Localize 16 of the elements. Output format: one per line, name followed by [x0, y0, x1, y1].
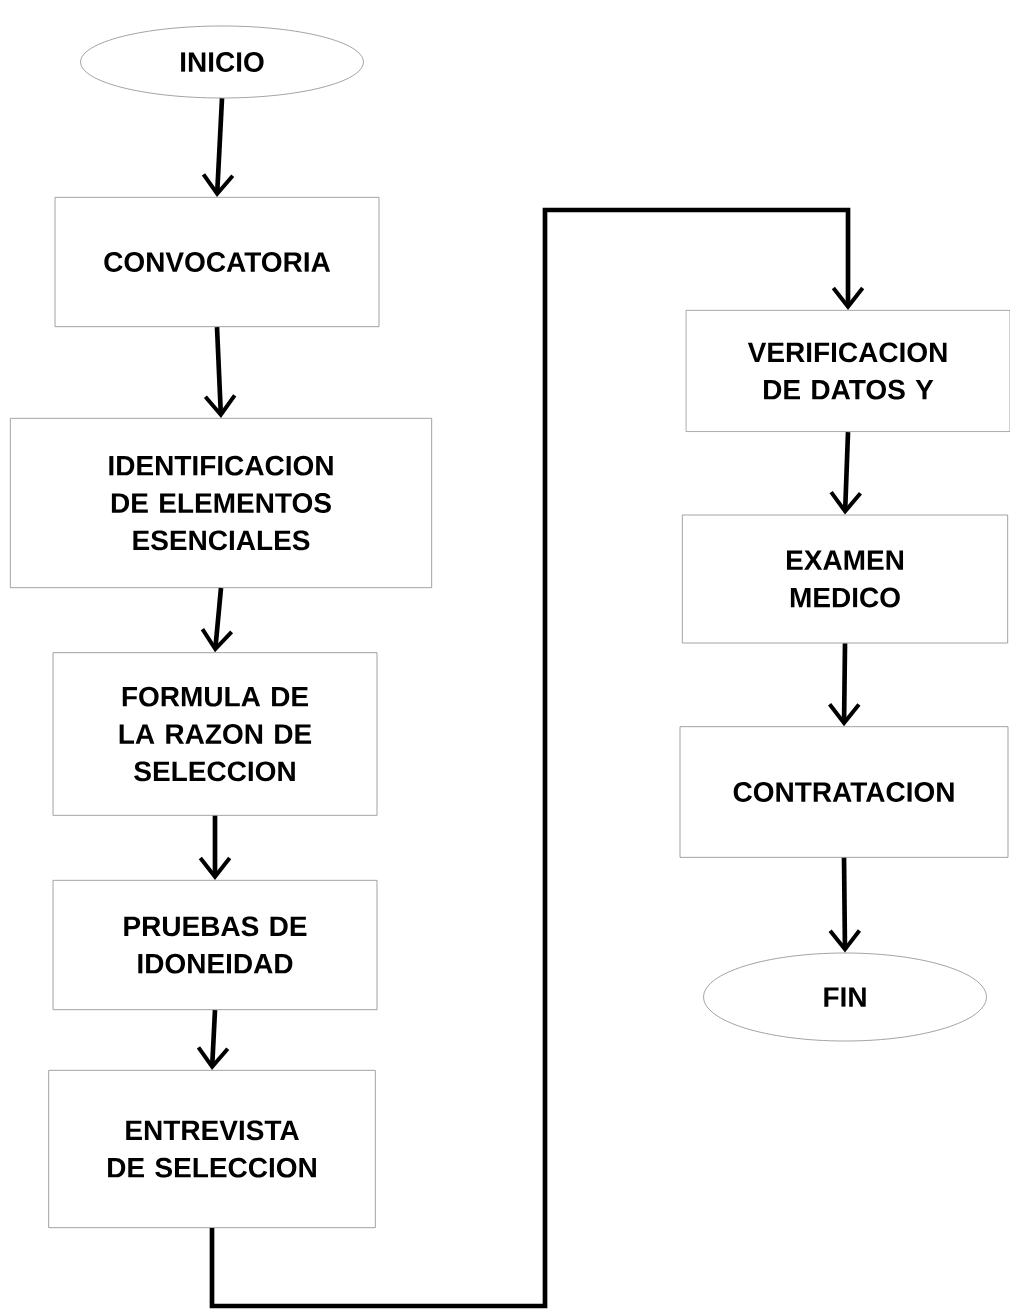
process-box: FORMULA DE LA RAZON DE SELECCION	[52, 652, 378, 816]
arrow	[203, 326, 237, 418]
process-box: ENTREVISTA DE SELECCION	[48, 1069, 376, 1229]
arrow	[198, 815, 232, 880]
process-box: EXAMEN MEDICO	[681, 514, 1009, 644]
arrow	[200, 587, 234, 653]
arrow	[828, 643, 861, 727]
process-box: VERIFICACION DE DATOS Y	[685, 309, 1010, 433]
process-box: IDENTIFICACION DE ELEMENTOS ESENCIALES	[9, 417, 433, 589]
arrow	[209, 207, 865, 1309]
arrow	[828, 857, 862, 953]
process-box: CONVOCATORIA	[54, 196, 380, 328]
arrow	[829, 432, 862, 515]
process-box: PRUEBAS DE IDONEIDAD	[52, 879, 378, 1011]
arrow	[201, 98, 235, 197]
process-box: CONTRATACION	[679, 726, 1009, 858]
